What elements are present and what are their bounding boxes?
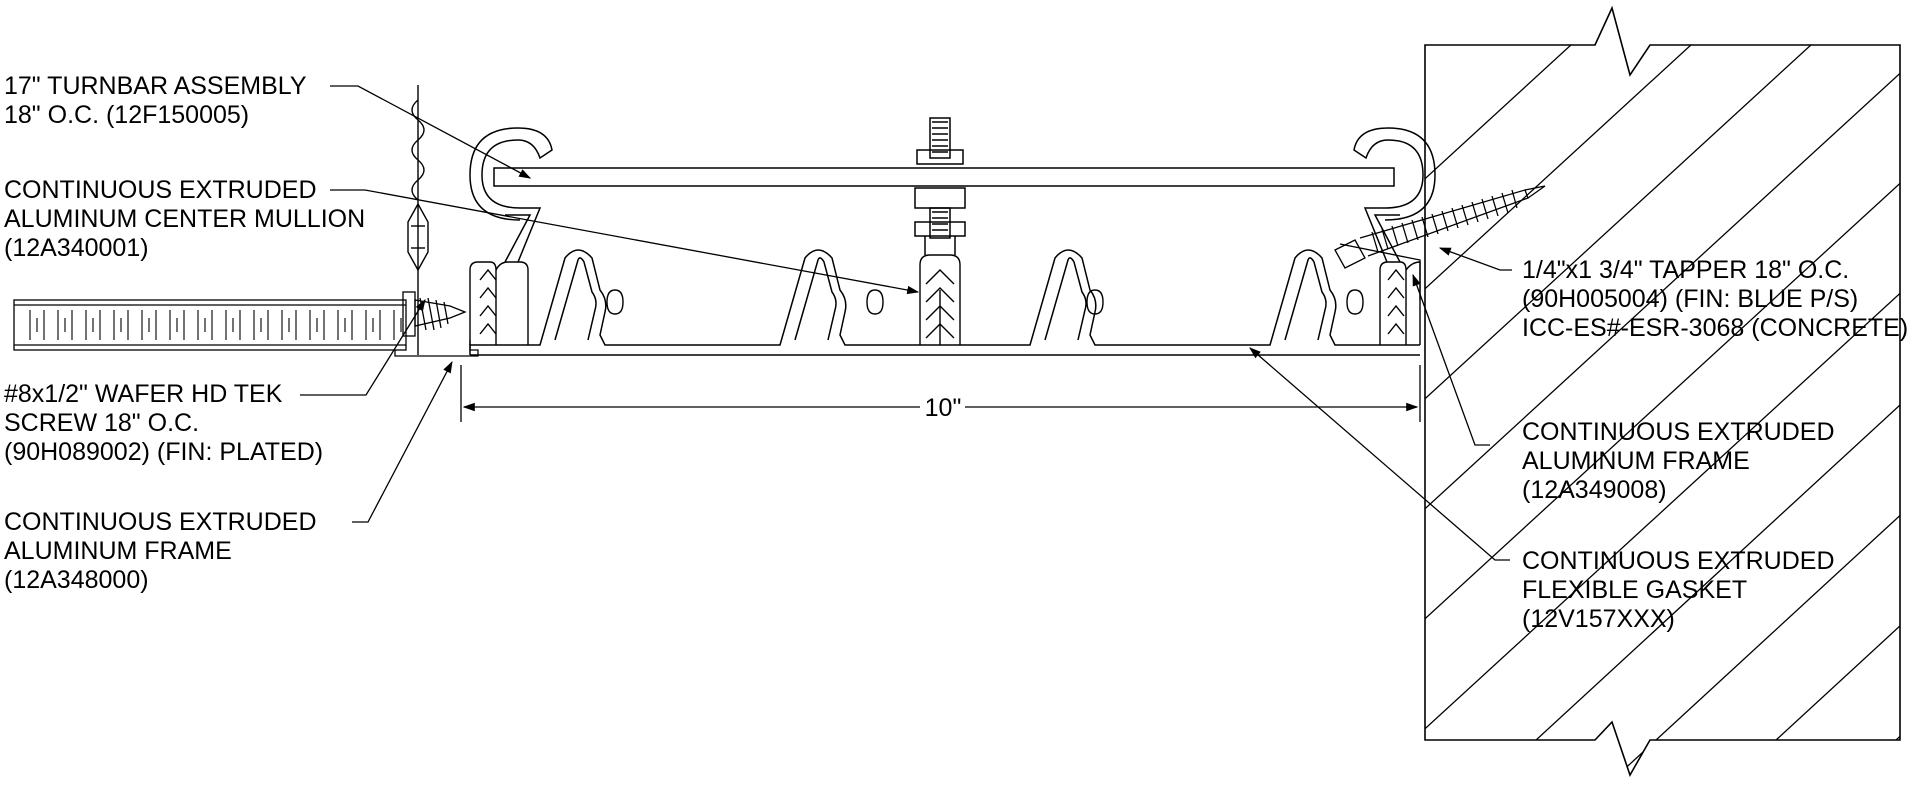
callout-frame-left-line1: CONTINUOUS EXTRUDED xyxy=(4,508,317,536)
tek-screw xyxy=(394,291,479,357)
concrete-wall xyxy=(1424,5,1901,777)
center-vertical-sheet xyxy=(407,85,429,355)
callout-turnbar: 17" TURNBAR ASSEMBLY 18" O.C. (12F150005… xyxy=(4,72,307,130)
gasket-profile xyxy=(469,249,1420,356)
callout-gasket-line2: FLEXIBLE GASKET xyxy=(1522,576,1748,604)
callout-mullion-line3: (12A340001) xyxy=(4,234,149,262)
callout-mullion: CONTINUOUS EXTRUDED ALUMINUM CENTER MULL… xyxy=(4,176,365,263)
wall-hatch xyxy=(1425,8,1900,775)
leader-gasket xyxy=(1249,347,1510,561)
callout-gasket: CONTINUOUS EXTRUDED FLEXIBLE GASKET (12V… xyxy=(1522,547,1835,634)
dimension-10in xyxy=(460,365,1421,422)
callout-frame-right-line1: CONTINUOUS EXTRUDED xyxy=(1522,418,1835,446)
tapper-screw xyxy=(1334,185,1546,300)
dimension-label: 10" xyxy=(925,394,962,422)
leader-turnbar xyxy=(330,85,532,179)
callout-tek-screw: #8x1/2" WAFER HD TEK SCREW 18" O.C. (90H… xyxy=(4,380,323,467)
leader-tapper xyxy=(1438,247,1512,271)
leader-tek-screw xyxy=(300,298,426,396)
callout-tek-screw-line3: (90H089002) (FIN: PLATED) xyxy=(4,438,324,466)
leader-frame-left xyxy=(352,360,453,523)
callout-frame-right-line2: ALUMINUM FRAME xyxy=(1522,447,1750,475)
callout-tapper-line2: (90H005004) (FIN: BLUE P/S) xyxy=(1522,285,1859,313)
leader-lines xyxy=(300,85,1512,561)
callout-mullion-line2: ALUMINUM CENTER MULLION xyxy=(4,205,366,233)
callout-tapper: 1/4"x1 3/4" TAPPER 18" O.C. (90H005004) … xyxy=(1522,256,1908,343)
callout-turnbar-line2: 18" O.C. (12F150005) xyxy=(4,101,250,129)
callout-frame-left-line3: (12A348000) xyxy=(4,566,149,594)
callout-frame-right-line3: (12A349008) xyxy=(1522,476,1667,504)
callout-frame-left: CONTINUOUS EXTRUDED ALUMINUM FRAME (12A3… xyxy=(4,508,317,595)
callout-tek-screw-line2: SCREW 18" O.C. xyxy=(4,409,200,437)
glazing-channels xyxy=(469,254,1421,345)
callout-tapper-line1: 1/4"x1 3/4" TAPPER 18" O.C. xyxy=(1522,256,1850,284)
callout-frame-right: CONTINUOUS EXTRUDED ALUMINUM FRAME (12A3… xyxy=(1522,418,1835,505)
callout-gasket-line3: (12V157XXX) xyxy=(1522,605,1675,633)
leader-mullion xyxy=(330,189,920,295)
callout-frame-left-line2: ALUMINUM FRAME xyxy=(4,537,232,565)
callout-mullion-line1: CONTINUOUS EXTRUDED xyxy=(4,176,317,204)
callout-tek-screw-line1: #8x1/2" WAFER HD TEK xyxy=(4,380,283,408)
callout-tapper-line3: ICC-ES#-ESR-3068 (CONCRETE) xyxy=(1522,314,1909,342)
insulation-panel xyxy=(13,299,407,351)
turnbar-assembly xyxy=(469,117,1436,263)
callout-gasket-line1: CONTINUOUS EXTRUDED xyxy=(1522,547,1835,575)
callout-turnbar-line1: 17" TURNBAR ASSEMBLY xyxy=(4,72,307,100)
leader-frame-right xyxy=(1412,273,1490,446)
